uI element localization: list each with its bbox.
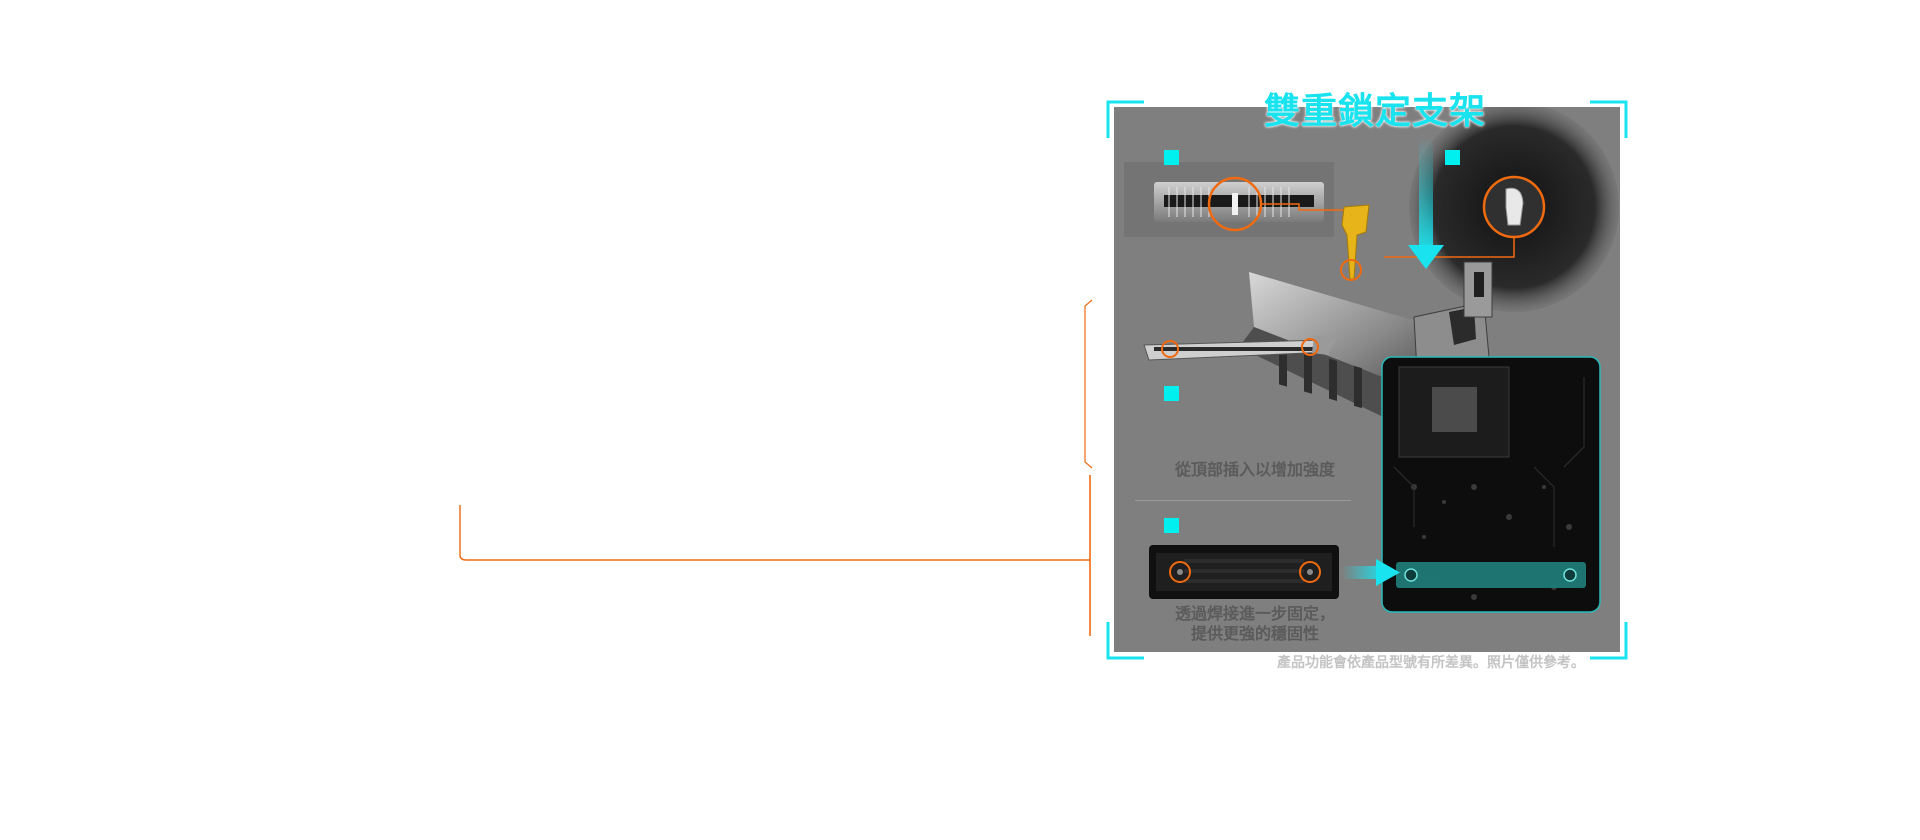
caption-top-insert: 從頂部插入以增加強度: [1174, 460, 1335, 479]
motherboard-section: [1381, 356, 1601, 613]
product-illustration: [1124, 107, 1619, 613]
orange-circle-callout-icon: [1169, 561, 1191, 583]
orange-circle-callout-icon: [1340, 259, 1362, 281]
orange-circle-callout-icon: [1161, 340, 1179, 358]
cyan-square-bullet-icon: [1164, 518, 1179, 533]
cyan-square-bullet-icon: [1164, 386, 1179, 401]
right-arrow-icon: [1342, 559, 1400, 586]
yellow-bracket-pin: [1340, 204, 1370, 281]
caption-weld-line2: 提供更強的穩固性: [1190, 624, 1319, 643]
product-panel: [1114, 107, 1620, 652]
disclaimer-text: 產品功能會依產品型號有所差異。照片僅供參考。: [1277, 655, 1585, 671]
caption-weld-line1: 透過焊接進一步固定，: [1174, 604, 1335, 623]
leader-bracket: [1084, 299, 1093, 469]
caption-divider: [1135, 500, 1351, 501]
caption-weld: 透過焊接進一步固定， 提供更強的穩固性: [1150, 604, 1360, 644]
feature-title: 雙重鎖定支架: [1263, 91, 1486, 132]
leader-line-horizontal: [459, 505, 1090, 561]
down-arrow-icon: [1408, 137, 1444, 269]
slot-closeup: [1124, 162, 1344, 237]
pin-closeup: [1384, 107, 1619, 312]
cyan-square-bullet-icon: [1445, 150, 1460, 165]
orange-circle-callout-icon: [1301, 338, 1319, 356]
slot-strip: [1143, 335, 1336, 361]
cyan-square-bullet-icon: [1164, 150, 1179, 165]
orange-circle-callout-icon: [1299, 561, 1321, 583]
soldered-slot: [1149, 545, 1339, 599]
